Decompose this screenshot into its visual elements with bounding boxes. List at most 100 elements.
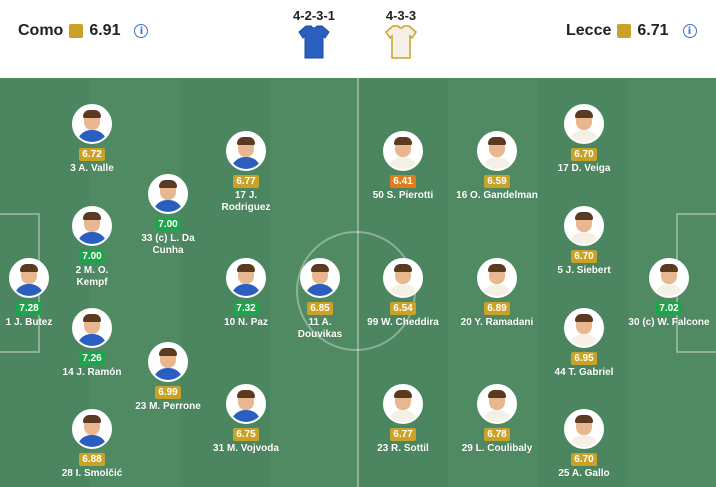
player-card[interactable]: 6.78 29 L. Coulibaly	[452, 384, 542, 455]
player-avatar	[564, 308, 604, 348]
player-rating: 6.70	[571, 453, 597, 466]
player-name: 28 I. Smolčić	[61, 468, 123, 479]
pitch: 7.28 1 J. Butez 6.72 3 A. Valle 7.00 2 M…	[0, 78, 716, 487]
player-name: 17 D. Veiga	[557, 163, 611, 174]
home-shirt-icon	[298, 25, 330, 59]
player-name: 25 A. Gallo	[558, 468, 610, 479]
player-rating: 6.95	[571, 352, 597, 365]
player-avatar	[383, 131, 423, 171]
player-name: 31 M. Vojvoda	[213, 443, 279, 454]
player-name: 44 T. Gabriel	[554, 367, 614, 378]
player-avatar	[148, 174, 188, 214]
player-avatar	[477, 258, 517, 298]
away-info-icon[interactable]: i	[682, 24, 697, 38]
player-card[interactable]: 6.41 50 S. Pierotti	[358, 131, 448, 202]
player-card[interactable]: 6.99 23 M. Perrone	[123, 342, 213, 413]
player-name: 16 O. Gandelman	[456, 190, 538, 201]
player-rating: 6.72	[79, 148, 105, 161]
away-team-summary: Lecce 6.71 i	[566, 22, 697, 40]
player-card[interactable]: 6.70 25 A. Gallo	[539, 409, 629, 480]
player-card[interactable]: 6.77 17 J. Rodriguez	[201, 131, 291, 214]
player-avatar	[477, 384, 517, 424]
player-card[interactable]: 6.72 3 A. Valle	[47, 104, 137, 175]
player-name: 23 M. Perrone	[135, 401, 201, 412]
away-team-name: Lecce	[566, 22, 612, 39]
away-formation: 4-3-3	[385, 8, 417, 23]
player-card[interactable]: 7.00 2 M. O. Kempf	[47, 206, 137, 289]
player-avatar	[649, 258, 689, 298]
player-avatar	[564, 104, 604, 144]
player-avatar	[226, 258, 266, 298]
home-team-name: Como	[18, 22, 64, 39]
player-rating: 6.88	[79, 453, 105, 466]
player-card[interactable]: 7.02 30 (c) W. Falcone	[624, 258, 714, 329]
player-rating: 6.99	[155, 386, 181, 399]
player-avatar	[477, 131, 517, 171]
player-name: 5 J. Siebert	[557, 265, 611, 276]
player-avatar	[226, 384, 266, 424]
player-name: 50 S. Pierotti	[372, 190, 434, 201]
player-avatar	[226, 131, 266, 171]
player-name: 29 L. Coulibaly	[461, 443, 533, 454]
player-rating: 7.02	[656, 302, 682, 315]
player-avatar	[383, 384, 423, 424]
player-card[interactable]: 7.32 10 N. Paz	[201, 258, 291, 329]
player-name: 3 A. Valle	[70, 163, 114, 174]
player-avatar	[9, 258, 49, 298]
player-name: 17 J. Rodriguez	[221, 190, 271, 213]
player-card[interactable]: 6.77 23 R. Sottil	[358, 384, 448, 455]
player-rating: 6.54	[390, 302, 416, 315]
player-name: 30 (c) W. Falcone	[628, 317, 710, 328]
player-rating: 7.00	[155, 218, 181, 231]
player-name: 99 W. Cheddira	[367, 317, 439, 328]
player-rating: 6.41	[390, 175, 416, 188]
away-team-rating: 6.71	[637, 22, 669, 39]
player-rating: 6.59	[484, 175, 510, 188]
player-rating: 6.85	[307, 302, 333, 315]
player-card[interactable]: 6.70 5 J. Siebert	[539, 206, 629, 277]
player-card[interactable]: 6.89 20 Y. Ramadani	[452, 258, 542, 329]
player-avatar	[72, 206, 112, 246]
player-rating: 6.70	[571, 148, 597, 161]
player-avatar	[72, 308, 112, 348]
player-card[interactable]: 6.59 16 O. Gandelman	[452, 131, 542, 202]
player-rating: 7.32	[233, 302, 259, 315]
player-name: 14 J. Ramón	[62, 367, 122, 378]
home-rating-badge	[69, 24, 84, 38]
player-card[interactable]: 7.00 33 (c) L. Da Cunha	[123, 174, 213, 257]
match-header: Como 6.91 i 4-2-3-1 4-3-3 Lecce 6.71 i	[0, 0, 716, 78]
player-rating: 6.70	[571, 250, 597, 263]
home-team-summary: Como 6.91 i	[18, 22, 149, 40]
player-name: 2 M. O. Kempf	[75, 265, 109, 288]
player-card[interactable]: 6.85 11 A. Douvikas	[275, 258, 365, 341]
player-name: 33 (c) L. Da Cunha	[141, 233, 195, 256]
player-card[interactable]: 6.95 44 T. Gabriel	[539, 308, 629, 379]
player-name: 23 R. Sottil	[377, 443, 429, 454]
player-rating: 7.28	[16, 302, 42, 315]
player-rating: 6.78	[484, 428, 510, 441]
home-info-icon[interactable]: i	[134, 24, 149, 38]
player-name: 1 J. Butez	[5, 317, 53, 328]
player-card[interactable]: 6.75 31 M. Vojvoda	[201, 384, 291, 455]
player-name: 11 A. Douvikas	[297, 317, 343, 340]
player-avatar	[72, 104, 112, 144]
player-card[interactable]: 6.70 17 D. Veiga	[539, 104, 629, 175]
player-rating: 6.77	[233, 175, 259, 188]
player-avatar	[72, 409, 112, 449]
player-rating: 7.26	[79, 352, 105, 365]
player-avatar	[383, 258, 423, 298]
player-card[interactable]: 7.26 14 J. Ramón	[47, 308, 137, 379]
player-avatar	[564, 206, 604, 246]
player-card[interactable]: 7.28 1 J. Butez	[0, 258, 74, 329]
home-team-rating: 6.91	[89, 22, 121, 39]
player-rating: 6.75	[233, 428, 259, 441]
player-name: 20 Y. Ramadani	[460, 317, 534, 328]
player-rating: 7.00	[79, 250, 105, 263]
player-card[interactable]: 6.54 99 W. Cheddira	[358, 258, 448, 329]
player-avatar	[148, 342, 188, 382]
away-rating-badge	[617, 24, 632, 38]
home-formation: 4-2-3-1	[293, 8, 335, 23]
player-avatar	[564, 409, 604, 449]
player-card[interactable]: 6.88 28 I. Smolčić	[47, 409, 137, 480]
player-rating: 6.89	[484, 302, 510, 315]
